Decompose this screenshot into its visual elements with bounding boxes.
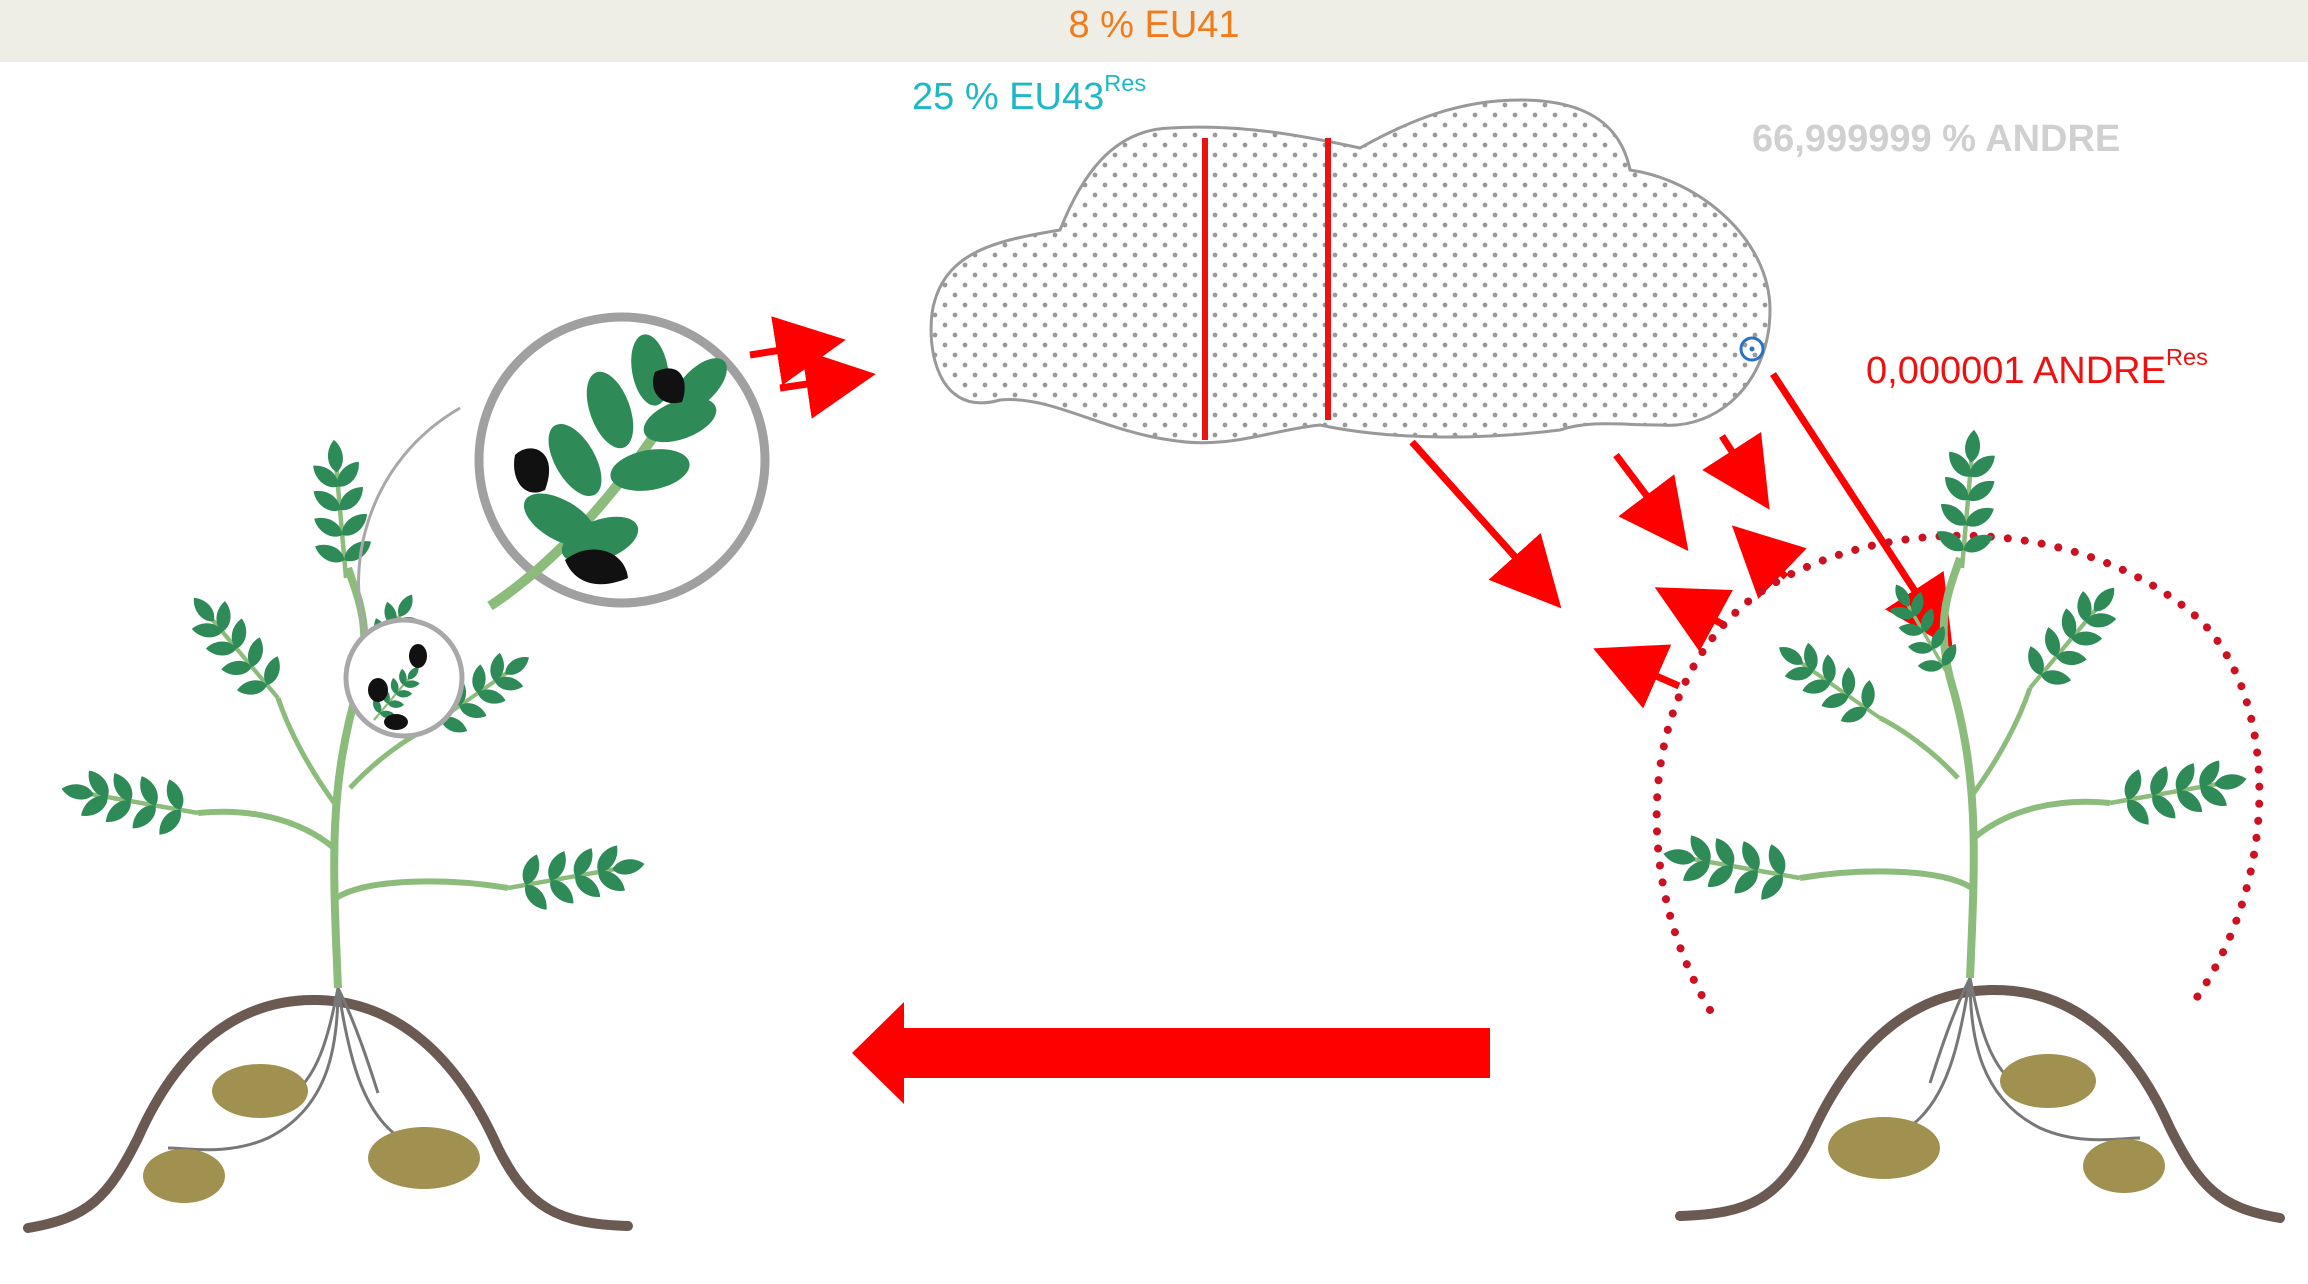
large-infection-magnifier <box>479 317 765 606</box>
big-return-arrow <box>852 1002 1490 1104</box>
spore-cloud <box>931 100 1770 443</box>
small-infection-magnifier <box>346 620 462 736</box>
resistance-dotted-arc <box>1657 536 2260 1010</box>
spread-arrows-to-cloud <box>750 342 862 388</box>
